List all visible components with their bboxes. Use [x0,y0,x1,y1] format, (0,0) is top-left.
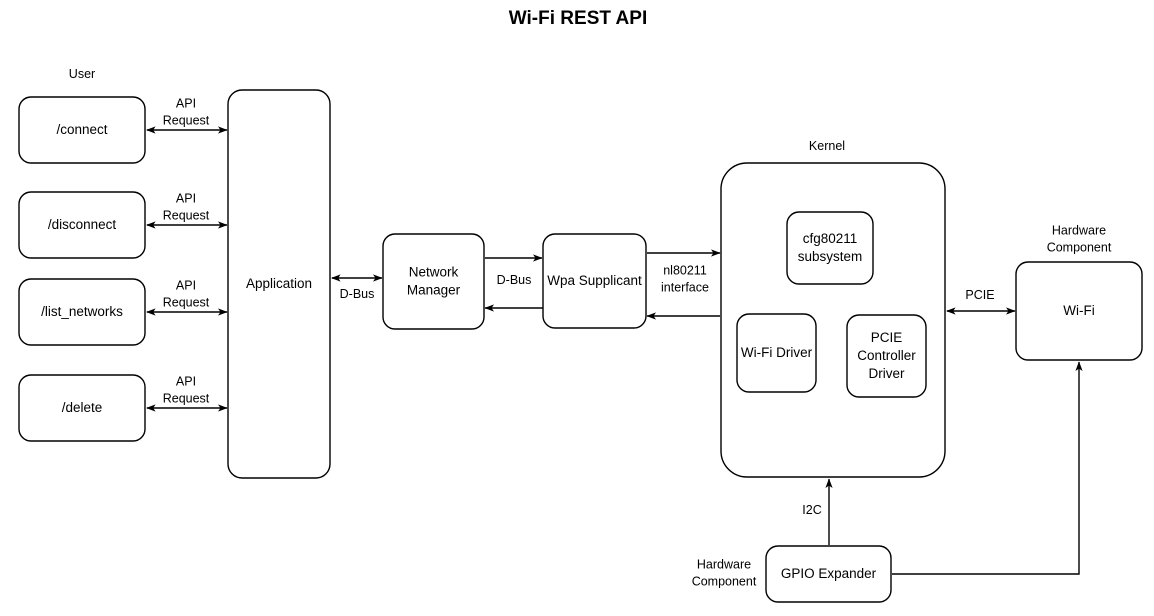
node-label-delete: /delete [62,400,103,415]
node-list-networks[interactable]: /list_networks [18,278,146,346]
node-box-wpa-supplicant[interactable] [542,233,647,329]
group-caption-user-group: User [69,67,95,81]
node-wifi-driver[interactable]: Wi-Fi Driver [736,313,817,393]
node-box-delete[interactable] [18,374,146,442]
node-box-list-networks[interactable] [18,278,146,346]
node-connect[interactable]: /connect [18,96,146,164]
edge-line-gpio-to-wifi-hw [892,361,1083,575]
page-title: Wi-Fi REST API [509,8,647,29]
node-box-connect[interactable] [18,96,146,164]
node-gpio-expander[interactable]: GPIO Expander [765,545,892,603]
node-label-wifi-driver: Wi-Fi Driver [741,345,813,360]
edge-label-kernel-to-wifi-hw: PCIE [965,288,994,302]
edge-gpio-to-kernel: I2C [802,478,833,545]
edge-label-app-to-network-manager: D-Bus [340,287,375,301]
node-wifi-hw[interactable]: Wi-Fi [1015,261,1143,361]
node-wpa-supplicant[interactable]: Wpa Supplicant [542,233,647,329]
node-box-application[interactable] [227,89,331,479]
node-label-wifi-hw: Wi-Fi [1063,303,1094,318]
node-box-kernel[interactable] [720,162,946,478]
edge-label-gpio-to-kernel: I2C [802,503,821,517]
node-box-wifi-driver[interactable] [736,313,817,393]
node-label-disconnect: /disconnect [48,217,117,232]
nodes-layer: /connect/disconnect/list_networks/delete… [18,89,1143,603]
node-application[interactable]: Application [227,89,331,479]
group-caption-kernel-group: Kernel [809,139,845,153]
edge-kernel-to-wifi-hw: PCIE [946,288,1016,315]
node-box-network-manager[interactable] [382,233,485,330]
node-box-pcie-driver[interactable] [846,314,927,398]
node-box-disconnect[interactable] [18,191,146,259]
edge-app-to-network-manager: D-Bus [331,274,383,301]
node-box-wifi-hw[interactable] [1015,261,1143,361]
node-box-gpio-expander[interactable] [765,545,892,603]
node-label-application: Application [246,276,312,291]
edge-label-nm-to-wpa: D-Bus [497,273,532,287]
node-disconnect[interactable]: /disconnect [18,191,146,259]
node-label-list-networks: /list_networks [41,304,123,319]
node-delete[interactable]: /delete [18,374,146,442]
node-box-cfg80211[interactable] [786,211,874,285]
node-label-gpio-expander: GPIO Expander [781,566,877,581]
node-label-connect: /connect [56,122,107,137]
edge-gpio-to-wifi-hw [892,361,1083,575]
node-kernel[interactable] [720,162,946,478]
edge-nm-to-wpa: D-Bus [485,254,543,287]
node-label-wpa-supplicant: Wpa Supplicant [547,273,642,288]
